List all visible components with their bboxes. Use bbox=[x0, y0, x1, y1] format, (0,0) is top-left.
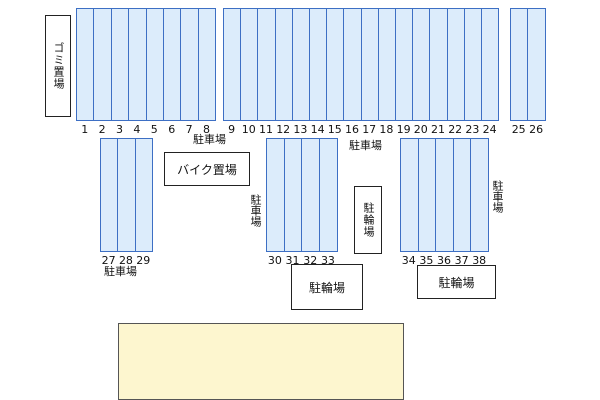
stall-number: 32 bbox=[303, 254, 318, 267]
stall-number: 15 bbox=[327, 123, 342, 136]
stall-number: 35 bbox=[419, 254, 434, 267]
bicycle-area-right: 駐輪場 bbox=[417, 265, 496, 299]
stall-number: 11 bbox=[259, 123, 273, 136]
stall-number: 37 bbox=[454, 254, 469, 267]
stall-number: 28 bbox=[118, 254, 133, 267]
bicycle-area-vertical: 駐輪場 bbox=[354, 186, 382, 254]
stall-number: 2 bbox=[98, 123, 106, 136]
stall-number: 20 bbox=[413, 123, 428, 136]
stall-number: 25 bbox=[511, 123, 526, 136]
parking-stall bbox=[110, 8, 130, 121]
parking-stall bbox=[197, 8, 217, 121]
parking-stall bbox=[163, 8, 182, 121]
parking-stall bbox=[395, 8, 414, 121]
stall-number: 36 bbox=[437, 254, 451, 267]
parking-stall bbox=[257, 8, 276, 121]
parking-stall bbox=[481, 8, 500, 121]
parking-stall bbox=[309, 8, 328, 121]
stall-number: 38 bbox=[472, 254, 487, 267]
parking-stall bbox=[446, 8, 465, 121]
parking-stall bbox=[291, 8, 310, 121]
stall-number: 26 bbox=[529, 123, 544, 136]
parking-label-vertical-right: 駐車場 bbox=[491, 180, 504, 213]
stall-number: 6 bbox=[168, 123, 176, 136]
parking-stall bbox=[274, 8, 293, 121]
parking-stall bbox=[117, 138, 136, 252]
parking-stall bbox=[470, 138, 489, 252]
stall-number: 24 bbox=[482, 123, 497, 136]
stall-number: 34 bbox=[401, 254, 416, 267]
bicycle-area-vertical-label: 駐輪場 bbox=[362, 202, 375, 238]
stall-number: 23 bbox=[465, 123, 480, 136]
parking-stall bbox=[435, 138, 454, 252]
stall-number: 13 bbox=[293, 123, 308, 136]
stall-number: 8 bbox=[203, 123, 210, 136]
parking-stall bbox=[180, 8, 199, 121]
parking-stall bbox=[301, 138, 321, 252]
parking-stall bbox=[527, 8, 546, 121]
stall-number: 4 bbox=[133, 123, 141, 136]
motorbike-area-label: バイク置場 bbox=[177, 162, 237, 177]
motorbike-area: バイク置場 bbox=[164, 152, 250, 186]
parking-stall bbox=[100, 138, 119, 252]
parking-stall bbox=[343, 8, 362, 121]
parking-label-top: 駐車場 bbox=[193, 133, 226, 146]
stall-number: 1 bbox=[81, 123, 89, 136]
parking-stall bbox=[463, 8, 482, 121]
stall-number: 27 bbox=[101, 254, 116, 267]
parking-stall bbox=[452, 138, 472, 252]
parking-stall bbox=[240, 8, 259, 121]
stall-number: 21 bbox=[431, 123, 445, 136]
parking-stall bbox=[326, 8, 345, 121]
building bbox=[118, 323, 404, 400]
stall-number: 10 bbox=[241, 123, 256, 136]
parking-stall bbox=[429, 8, 448, 121]
garbage-area-label: ゴミ置場 bbox=[52, 42, 65, 90]
parking-stall bbox=[319, 138, 338, 252]
stall-number: 19 bbox=[396, 123, 411, 136]
parking-stall bbox=[128, 8, 147, 121]
stall-number: 33 bbox=[320, 254, 335, 267]
stall-number: 5 bbox=[150, 123, 158, 136]
parking-stall bbox=[266, 138, 285, 252]
parking-stall bbox=[400, 138, 419, 252]
stall-number: 3 bbox=[116, 123, 123, 136]
parking-stall bbox=[134, 138, 153, 252]
parking-stall bbox=[510, 8, 529, 121]
garbage-area: ゴミ置場 bbox=[45, 15, 71, 117]
parking-label-center: 駐車場 bbox=[349, 139, 382, 152]
bicycle-area-right-label: 駐輪場 bbox=[438, 275, 475, 290]
parking-stall bbox=[412, 8, 431, 121]
parking-label-left: 駐車場 bbox=[104, 265, 137, 278]
stall-number: 14 bbox=[310, 123, 325, 136]
parking-stall bbox=[145, 8, 164, 121]
stall-number: 31 bbox=[285, 254, 300, 267]
parking-stall bbox=[76, 8, 95, 121]
bicycle-area-center: 駐輪場 bbox=[291, 264, 363, 310]
bicycle-area-center-label: 駐輪場 bbox=[308, 280, 345, 295]
stall-number: 16 bbox=[345, 123, 359, 136]
stall-number: 17 bbox=[362, 123, 377, 136]
parking-stall bbox=[417, 138, 437, 252]
stall-number: 22 bbox=[448, 123, 463, 136]
parking-label-vertical-left: 駐車場 bbox=[249, 194, 262, 227]
stall-number: 12 bbox=[276, 123, 291, 136]
stall-number: 18 bbox=[379, 123, 394, 136]
stall-number: 30 bbox=[267, 254, 282, 267]
parking-stall bbox=[283, 138, 303, 252]
parking-stall bbox=[360, 8, 379, 121]
stall-number: 7 bbox=[185, 123, 193, 136]
stall-number: 9 bbox=[228, 123, 236, 136]
parking-stall bbox=[93, 8, 112, 121]
parking-stall bbox=[377, 8, 396, 121]
stall-number: 29 bbox=[136, 254, 151, 267]
parking-stall bbox=[223, 8, 242, 121]
